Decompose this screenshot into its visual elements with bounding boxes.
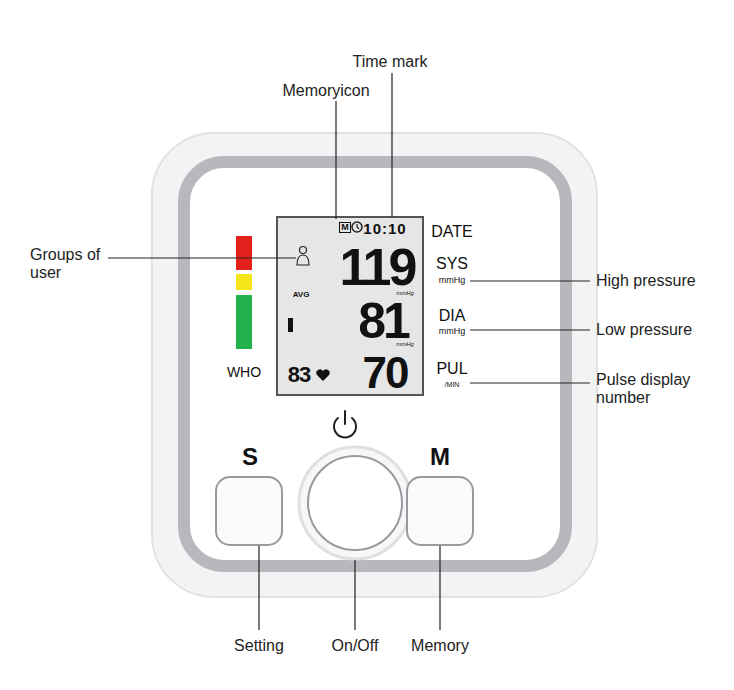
- callout-label: Setting: [234, 637, 284, 655]
- unit-label: mmHg: [439, 276, 466, 285]
- who-green: [236, 295, 252, 349]
- callout-label: High pressure: [596, 272, 696, 290]
- housing-ring: [184, 162, 566, 566]
- time-readout: 10:10: [363, 221, 406, 236]
- date-label: DATE: [431, 224, 472, 240]
- callout-label: Groups of user: [30, 246, 110, 282]
- user-icon: [297, 247, 309, 266]
- average-label: AVG: [293, 291, 310, 299]
- memory-icon: M: [339, 222, 351, 233]
- unit-label: mmHg: [439, 327, 466, 336]
- systolic-readout: 119: [340, 241, 415, 293]
- power-icon: [334, 411, 356, 437]
- pul-label: PUL: [436, 361, 467, 377]
- memory-key: M: [430, 445, 450, 469]
- pulse-readout: 70: [363, 351, 408, 395]
- who-yellow: [236, 274, 252, 290]
- diastolic-readout: 81: [358, 296, 408, 346]
- level-bar: [288, 318, 293, 332]
- who-red: [236, 236, 252, 270]
- callout-label: Pulse display number: [596, 371, 716, 407]
- monitor-housing: DATESYSmmHgDIAmmHgPUL/MINWHOSMM10:10119m…: [152, 133, 597, 597]
- callout-label: On/Off: [332, 637, 379, 655]
- power-button: [308, 456, 402, 550]
- who-label: WHO: [227, 365, 261, 379]
- callout-label: Low pressure: [596, 321, 692, 339]
- clock-icon: [352, 222, 362, 232]
- memory-button: [407, 477, 473, 545]
- leader-lines: [108, 73, 590, 630]
- callout-label: Time mark: [353, 53, 428, 71]
- sys-label: SYS: [436, 256, 468, 272]
- callout-label: Memory: [411, 637, 469, 655]
- callout-label: Memoryicon: [282, 82, 369, 100]
- setting-key: S: [242, 445, 258, 469]
- unit-label: mmHg: [396, 341, 414, 347]
- lcd-display: M10:10119mmHg81mmHgAVG8370: [277, 217, 423, 395]
- power-button-ring: [299, 447, 411, 559]
- lcd-screen: [277, 217, 423, 395]
- heart-icon: [316, 369, 329, 381]
- housing: [152, 133, 597, 597]
- clock-hands: [357, 224, 359, 229]
- memory-count: 83: [288, 364, 310, 386]
- setting-button: [216, 477, 282, 545]
- dia-label: DIA: [439, 308, 466, 324]
- per-minute-label: /MIN: [445, 381, 460, 388]
